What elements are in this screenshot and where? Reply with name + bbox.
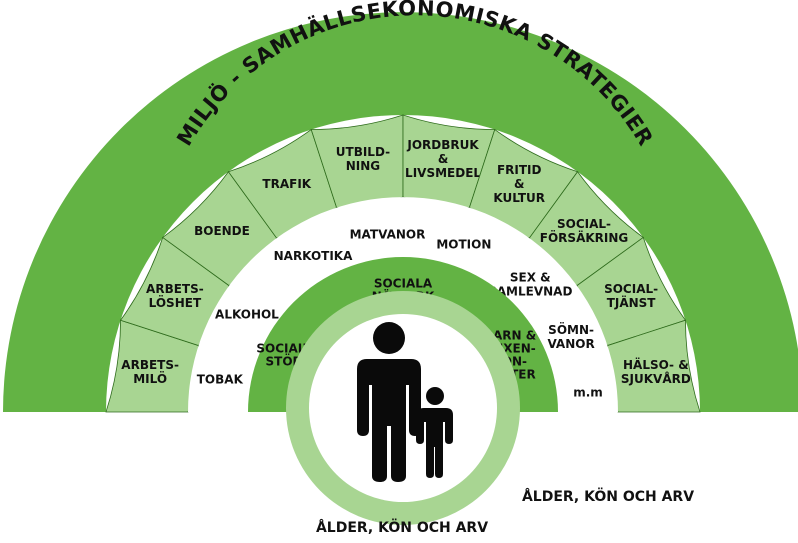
adult-figure-icon (357, 322, 421, 482)
sector-ring: ARBETS-MILÖ ARBETS-LÖSHET BOENDE TRAFIK UTBI… (105, 114, 701, 413)
lifestyle-labels: TOBAK ALKOHOL NARKOTIKA MATVANOR MOTION SEX &… (197, 228, 603, 400)
core-label-right: ÅLDER, KÖN OCH ARV (522, 487, 694, 505)
sector-label: UTBILD-NING (336, 145, 390, 173)
lifestyle-label: TOBAK (197, 373, 244, 387)
sector-label: BOENDE (194, 224, 250, 238)
child-figure-icon (416, 387, 453, 478)
sector-label: SOCIAL-TJÄNST (604, 282, 658, 310)
sector-label: SOCIAL-FÖRSÄKRING (540, 217, 628, 245)
lifestyle-band (188, 197, 618, 412)
lifestyle-label: m.m (573, 386, 603, 400)
sector-label: FRITID&KULTUR (493, 163, 545, 205)
lifestyle-label: SEX &SAMLEVNAD (488, 271, 572, 299)
lifestyle-label: ALKOHOL (215, 307, 279, 321)
lifestyle-label: NARKOTIKA (274, 249, 353, 263)
lifestyle-label: MATVANOR (350, 228, 426, 242)
lifestyle-label: MOTION (436, 238, 491, 252)
core-label-bottom: ÅLDER, KÖN OCH ARV (316, 518, 488, 536)
sector-label: ARBETS-LÖSHET (146, 282, 204, 310)
outer-strategy-band (3, 12, 798, 412)
sector-label: ARBETS-MILÖ (121, 358, 179, 386)
lifestyle-label: SÖMN-VANOR (547, 322, 594, 351)
social-network-band (248, 257, 558, 412)
sector-label: TRAFIK (262, 177, 311, 191)
sector-label: HÄLSO- &SJUKVÅRD (621, 357, 691, 386)
sector-label: JORDBRUK&LIVSMEDEL (405, 138, 481, 180)
